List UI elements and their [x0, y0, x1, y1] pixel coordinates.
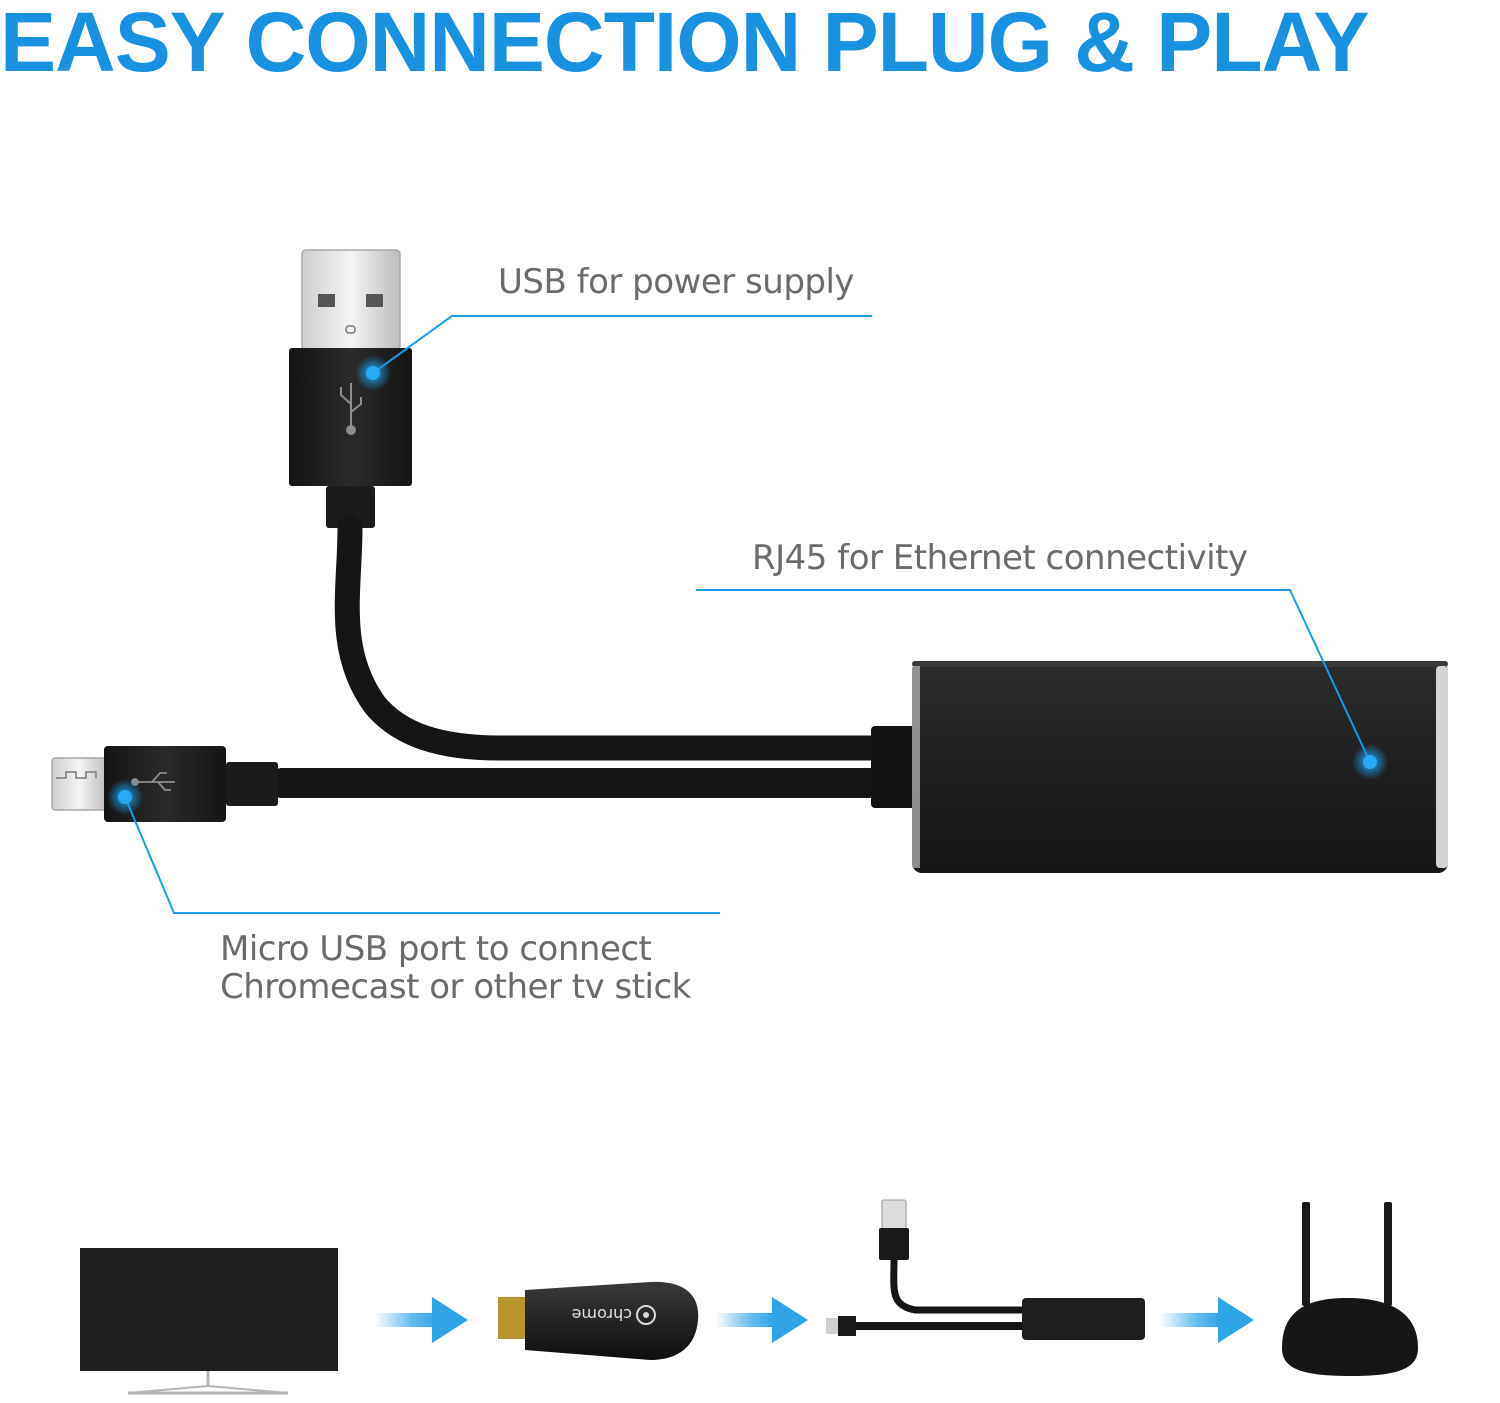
- rj45-adapter: [871, 661, 1448, 873]
- usb-a-metal-shell: [301, 249, 401, 351]
- callout-rj45: [696, 589, 1388, 780]
- callout-label-micro-usb-line2: Chromecast or other tv stick: [220, 967, 691, 1007]
- micro-usb-cable: [275, 768, 885, 798]
- chromecast-brand-text: chrome: [572, 1305, 632, 1324]
- adapter-body: [912, 661, 1448, 873]
- adapter-icon: [826, 1199, 1145, 1340]
- micro-usb-strain-relief: [226, 762, 278, 806]
- chromecast-icon: chrome: [498, 1281, 699, 1360]
- adapter-end-cap: [1436, 666, 1448, 868]
- usb-a-contact-right: [366, 294, 383, 307]
- router-icon: [1282, 1202, 1418, 1376]
- usb-power-cable: [334, 515, 893, 761]
- tv-icon: [80, 1248, 338, 1395]
- adapter-cable-collar: [871, 726, 919, 808]
- callout-dot-rj45: [1363, 755, 1377, 769]
- usb-trident-icon: [340, 383, 362, 435]
- usb-a-strain-relief: [326, 486, 375, 528]
- micro-usb-plug: [51, 746, 278, 822]
- callout-label-usb-power: USB for power supply: [498, 262, 855, 302]
- flow-arrow-1: [375, 1297, 468, 1343]
- callout-dot-micro-usb: [118, 790, 132, 804]
- usb-a-plug: [289, 249, 412, 528]
- usb-a-contact-left: [318, 294, 335, 307]
- callout-label-rj45: RJ45 for Ethernet connectivity: [752, 538, 1248, 578]
- callout-label-micro-usb-line1: Micro USB port to connect: [220, 929, 652, 969]
- callout-dot-usb-power: [366, 366, 380, 380]
- headline: EASY CONNECTION PLUG & PLAY: [0, 0, 1370, 89]
- flow-arrow-3: [1160, 1297, 1254, 1343]
- callout-label-micro-usb: Micro USB port to connect Chromecast or …: [220, 930, 691, 1006]
- micro-usb-metal-tip: [51, 757, 108, 811]
- callout-usb-power: [355, 315, 872, 391]
- callout-micro-usb: [107, 779, 720, 914]
- flow-arrow-2: [715, 1297, 808, 1343]
- chromecast-hdmi-plug: [498, 1297, 530, 1339]
